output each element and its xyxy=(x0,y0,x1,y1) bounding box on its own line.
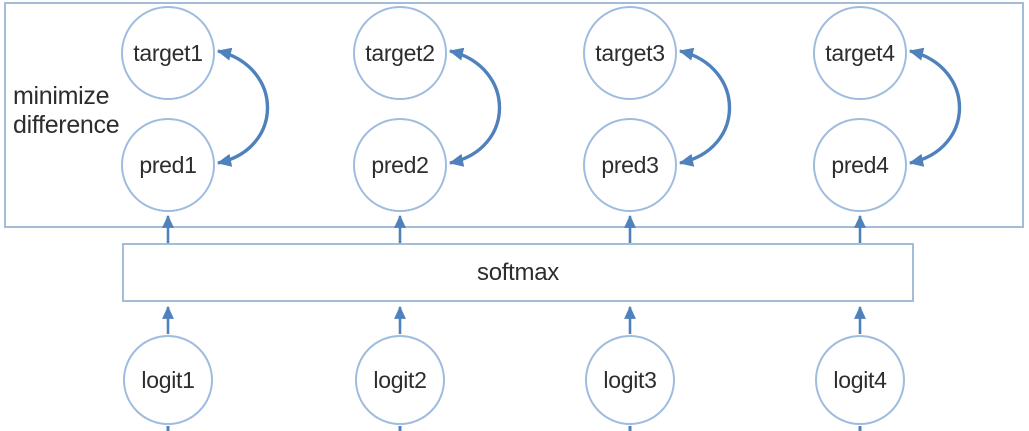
node-pred2: pred2 xyxy=(353,118,447,212)
node-logit2: logit2 xyxy=(355,335,445,425)
minimize-difference-box xyxy=(4,2,1024,228)
node-logit3-label: logit3 xyxy=(603,366,657,393)
minimize-difference-label: minimize difference xyxy=(13,82,120,140)
node-target2: target2 xyxy=(353,6,447,100)
minimize-label-line1: minimize xyxy=(13,82,110,110)
node-pred1-label: pred1 xyxy=(139,151,197,178)
node-target2-label: target2 xyxy=(365,39,435,66)
node-pred4-label: pred4 xyxy=(831,151,889,178)
node-logit2-label: logit2 xyxy=(373,366,427,393)
minimize-label-line2: difference xyxy=(13,111,120,139)
softmax-box: softmax xyxy=(122,243,914,302)
node-logit3: logit3 xyxy=(585,335,675,425)
node-logit4: logit4 xyxy=(815,335,905,425)
node-logit4-label: logit4 xyxy=(833,366,887,393)
node-pred1: pred1 xyxy=(121,118,215,212)
node-target4: target4 xyxy=(813,6,907,100)
node-logit1: logit1 xyxy=(123,335,213,425)
node-target1-label: target1 xyxy=(133,39,203,66)
node-logit1-label: logit1 xyxy=(141,366,195,393)
node-target1: target1 xyxy=(121,6,215,100)
node-pred3: pred3 xyxy=(583,118,677,212)
node-target4-label: target4 xyxy=(825,39,895,66)
node-target3: target3 xyxy=(583,6,677,100)
node-pred4: pred4 xyxy=(813,118,907,212)
softmax-label: softmax xyxy=(477,258,559,286)
node-pred2-label: pred2 xyxy=(371,151,429,178)
node-target3-label: target3 xyxy=(595,39,665,66)
node-pred3-label: pred3 xyxy=(601,151,659,178)
